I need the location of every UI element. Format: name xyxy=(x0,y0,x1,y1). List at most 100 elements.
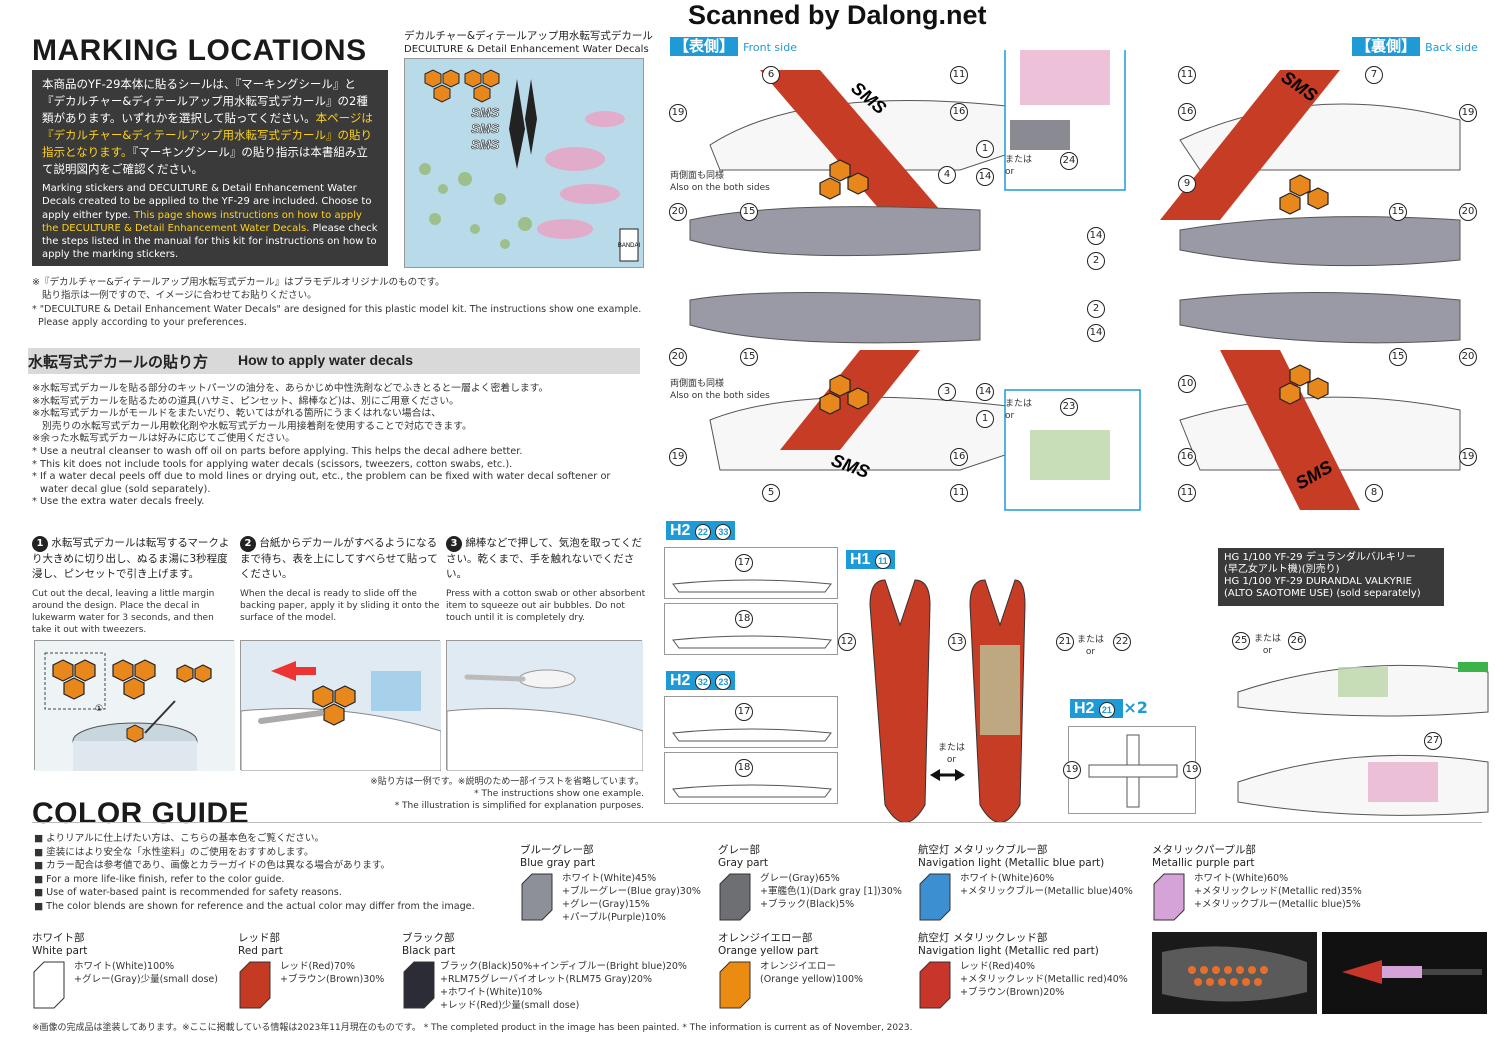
step-1-illustration: ① xyxy=(34,640,235,771)
cg-5-swatch xyxy=(239,961,271,1009)
callout-18a: 18 xyxy=(735,610,753,628)
cg-7-l1: オレンジイエロー xyxy=(760,961,836,972)
step-1-callout: ① xyxy=(95,704,103,714)
info-en-1: Marking stickers and DECULTURE & Detail … xyxy=(42,183,372,221)
or-en-4: or xyxy=(946,755,957,765)
cg-4-en: White part xyxy=(32,945,88,957)
h1-text: H1 xyxy=(850,551,871,568)
info-en-highlight: This page shows instructions on how to a… xyxy=(42,209,362,234)
both-sides-en-2: Also on the both sides xyxy=(670,391,770,401)
step-2-number: 2 xyxy=(240,536,256,552)
h2c-text: H2 xyxy=(1074,700,1095,717)
water-section-header: 水転写式デカールの貼り方 How to apply water decals xyxy=(28,348,640,374)
front-tab-en: Front side xyxy=(743,41,797,54)
note-jp-2: 貼り指示は一例ですので、イメージに合わせてお貼りください。 xyxy=(42,289,317,301)
callout-14a: 14 xyxy=(976,168,994,186)
cg-item-metallic-purple: メタリックパープル部 Metallic purple part ホワイト(Whi… xyxy=(1152,844,1382,922)
both-sides-en-1: Also on the both sides xyxy=(670,183,770,193)
color-guide-divider xyxy=(32,822,1482,823)
part-h1-label: H1 11 xyxy=(846,549,895,569)
cg-5-l1: レッド(Red)70% xyxy=(280,961,356,972)
h2a-box-2: 18 xyxy=(664,603,838,655)
callout-16b: 16 xyxy=(1178,103,1196,121)
cg-1-l2: +軍艦色(1)(Dark gray [1])30% xyxy=(760,886,902,897)
h2b-n1: 32 xyxy=(694,674,711,690)
cg-7-jp: オレンジイエロー部 xyxy=(718,932,813,944)
cg-note-5: ■ Use of water-based paint is recommende… xyxy=(34,887,342,898)
step-1-number: 1 xyxy=(32,536,48,552)
callout-18b: 18 xyxy=(735,759,753,777)
cg-8-l2: +メタリックレッド(Metallic red)40% xyxy=(960,974,1128,985)
or-label-3: または or xyxy=(1077,634,1104,658)
step-3: 3 綿棒などで押して、気泡を取ってください。乾くまで、手を触れないでください。 … xyxy=(446,536,646,624)
info-jp-highlight: 本ページは『デカルチャー&ディテールアップ用水転写式デカール』の貼り指示となりま… xyxy=(42,111,373,159)
callout-19a: 19 xyxy=(669,104,687,122)
callout-15a: 15 xyxy=(740,203,758,221)
info-en-2: Please check the steps listed in the man… xyxy=(42,222,378,261)
step-2-jp: 台紙からデカールがすべるようになるまで待ち、表を上にしてすべらせて貼ってください… xyxy=(240,537,438,580)
step-2: 2 台紙からデカールがすべるようになるまで待ち、表を上にしてすべらせて貼ってくだ… xyxy=(240,536,440,624)
cg-0-l1: ホワイト(White)45% xyxy=(562,873,657,884)
cg-3-swatch xyxy=(1153,873,1185,921)
sep-title-jp-2: (早乙女アルト機)(別売り) xyxy=(1224,564,1340,575)
cg-8-swatch xyxy=(919,961,951,1009)
aircraft-diagram: SMS SMS SMS SMS xyxy=(689,50,1461,511)
watermark: Scanned by Dalong.net xyxy=(688,0,987,30)
h1-n: 11 xyxy=(874,553,891,569)
note-jp-1: ※『デカルチャー&ディテールアップ用水転写式デカール』はプラモデルオリジナルのも… xyxy=(32,277,445,288)
or-label-2: または or xyxy=(1005,398,1032,422)
h2c-times: ×2 xyxy=(1123,698,1148,717)
cg-2-l1: ホワイト(White)60% xyxy=(960,873,1055,884)
sep-title-en-2: (ALTO SAOTOME USE) (sold separately) xyxy=(1224,588,1421,599)
part-h2-a-label: H2 22 33 xyxy=(666,520,736,540)
callout-21: 21 xyxy=(1056,633,1074,651)
or-label-5: または or xyxy=(1254,633,1281,657)
h2a-n2: 33 xyxy=(715,524,732,540)
decal-title-jp: デカルチャー&ディテールアップ用水転写式デカール xyxy=(404,30,653,42)
callout-2b: 2 xyxy=(1087,300,1105,318)
callout-20a: 20 xyxy=(669,203,687,221)
sheet-sms-1: SMS xyxy=(471,105,500,120)
step-2-art xyxy=(240,641,442,772)
callout-16c: 16 xyxy=(1178,448,1196,466)
callout-15c: 15 xyxy=(1389,348,1407,366)
callout-19e: 19 xyxy=(1063,761,1081,779)
h2b-text: H2 xyxy=(670,672,691,689)
water-notes: ※水転写式デカールを貼る部分のキットパーツの油分を、あらかじめ中性洗剤などでふき… xyxy=(32,383,652,509)
callout-11d: 11 xyxy=(950,484,968,502)
callout-14b: 14 xyxy=(1087,227,1105,245)
callout-3: 3 xyxy=(938,383,956,401)
marking-notes: ※『デカルチャー&ディテールアップ用水転写式デカール』はプラモデルオリジナルのも… xyxy=(32,277,652,329)
or-label-1: または or xyxy=(1005,154,1032,178)
or-jp-4: または xyxy=(938,743,966,753)
cg-item-blue-gray: ブルーグレー部 Blue gray part ホワイト(White)45% +ブ… xyxy=(520,844,710,924)
part-h2-b-label: H2 32 23 xyxy=(666,670,736,690)
photo-engine-detail xyxy=(1152,932,1317,1014)
cg-6-l2: +RLM75グレーバイオレット(RLM75 Gray)20% xyxy=(440,974,652,985)
both-sides-jp-1: 両側面も同様 xyxy=(670,171,725,181)
cg-note-2: ■ 塗装にはより安全な「水性塗料」のご使用をおすすめします。 xyxy=(34,846,314,858)
callout-26: 26 xyxy=(1288,632,1306,650)
back-tab-en: Back side xyxy=(1425,41,1478,54)
water-jp-4: 別売りの水転写式デカール用軟化剤や水転写式デカール用接着剤を使用することで対応で… xyxy=(42,420,472,432)
callout-8: 8 xyxy=(1365,484,1383,502)
cg-3-jp: メタリックパープル部 xyxy=(1152,844,1256,856)
callout-19d: 19 xyxy=(669,448,687,466)
cg-0-l3: +グレー(Gray)15% xyxy=(562,899,650,910)
cg-0-jp: ブルーグレー部 xyxy=(520,844,594,856)
or-en-3: or xyxy=(1085,647,1096,657)
callout-1b: 1 xyxy=(976,410,994,428)
cg-6-l1: ブラック(Black)50%+インディブルー(Bright blue)20% xyxy=(440,961,687,972)
step-1: 1 水転写式デカールは転写するマークより大きめに切り出し、ぬるま湯に3秒程度浸し… xyxy=(32,536,232,636)
or-en-5: or xyxy=(1262,646,1273,656)
callout-22: 22 xyxy=(1113,633,1131,651)
step-note-en-2: * The illustration is simplified for exp… xyxy=(394,801,644,811)
water-en-2: * This kit does not include tools for ap… xyxy=(32,458,513,470)
sheet-brand: BANDAI xyxy=(618,243,641,249)
callout-19b: 19 xyxy=(1459,104,1477,122)
cg-2-l2: +メタリックブルー(Metallic blue)40% xyxy=(960,886,1133,897)
callout-6: 6 xyxy=(762,66,780,84)
callout-13: 13 xyxy=(948,633,966,651)
cg-item-red: レッド部 Red part レッド(Red)70% +ブラウン(Brown)30… xyxy=(238,932,398,1010)
water-en-5: * Use the extra water decals freely. xyxy=(32,496,205,508)
